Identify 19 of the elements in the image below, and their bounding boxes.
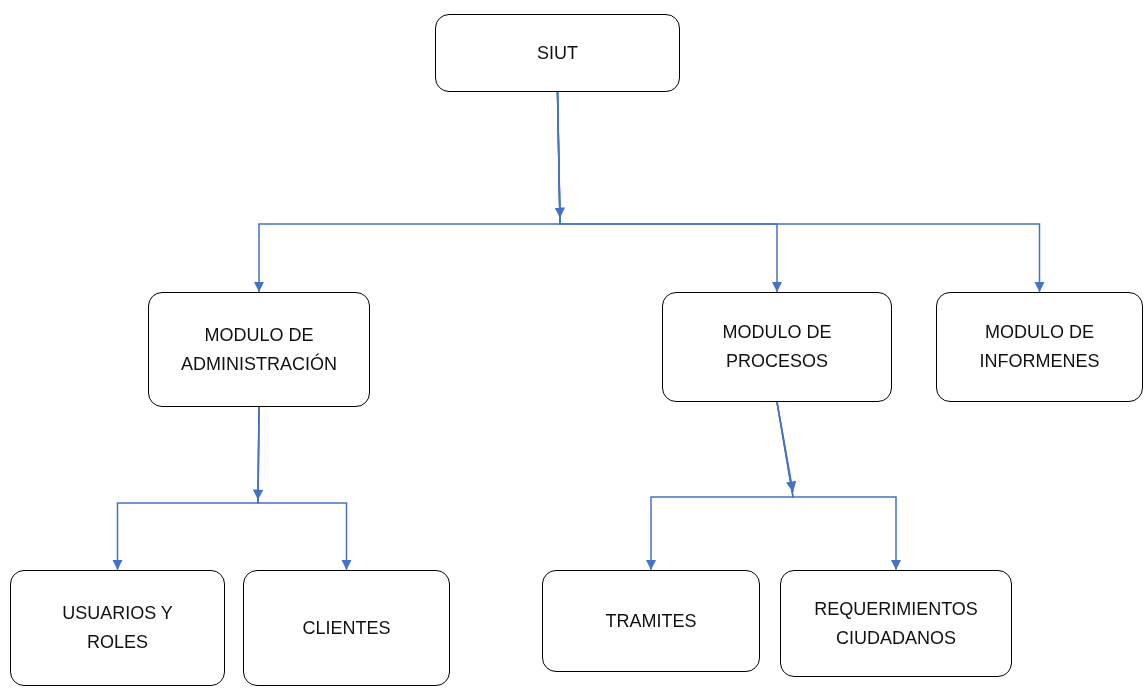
process-box: [435, 14, 680, 92]
box-label: MODULO DE INFORMENES: [978, 321, 1101, 373]
box-label: MODULO DE PROCESOS: [721, 321, 833, 373]
arrow: [556, 91, 1045, 293]
box-label: CLIENTES: [301, 616, 392, 640]
box-label: SIUT: [536, 41, 579, 65]
process-box: [243, 570, 450, 686]
process-box: [10, 570, 225, 686]
box-label: REQUERIMIENTOS CIUDADANOS: [813, 597, 979, 650]
arrow: [776, 401, 902, 571]
box-label: USUARIOS Y ROLES: [61, 602, 174, 654]
process-box: [936, 292, 1143, 402]
process-box: [662, 292, 892, 402]
box-label: MODULO DE ADMINISTRACIÓN: [180, 323, 338, 376]
box-label: TRAMITES: [604, 609, 698, 633]
process-box: [542, 570, 760, 672]
arrow: [257, 406, 352, 571]
process-box: [780, 570, 1012, 677]
process-box: [148, 292, 370, 407]
